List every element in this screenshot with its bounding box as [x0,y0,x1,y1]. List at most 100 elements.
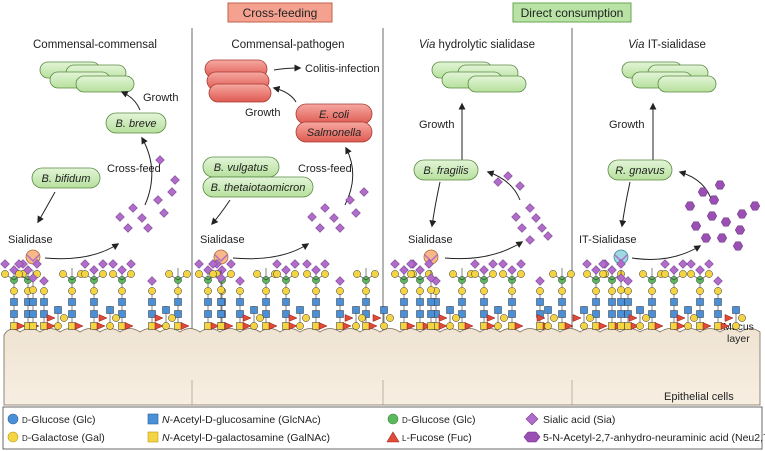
sugar-square [617,310,625,318]
sugar-circle [508,287,516,295]
cross-feed-label-1: Cross-feed [107,163,161,175]
fucose-triangle [288,322,298,330]
glycan-chain [623,276,640,330]
sugar-circle [449,270,457,278]
sugar-circle [371,270,379,278]
sugar-circle [204,287,212,295]
glycan-chain-enzyme [216,270,226,330]
sialic-acid-diamond [426,273,436,283]
fucose-triangle [268,322,278,330]
anhydro-sialic-hexagon [690,221,702,231]
sugar-square [68,310,76,318]
sialic-acid-diamond [515,181,525,191]
blue-square-icon [147,413,159,425]
sialic-acid-diamond [470,259,480,269]
sugar-circle [174,287,182,295]
fucose-triangle [224,322,234,330]
fucose-triangle [438,322,448,330]
fucose-triangle [98,314,108,322]
sialic-acid-diamond [39,276,49,286]
sugar-square [118,298,126,306]
sugar-circle [296,322,304,330]
glycan-chain [108,259,136,330]
sialic-acid-diamond [598,259,608,269]
sugar-square [536,298,544,306]
sialic-acid-diamond [488,259,498,269]
sialic-acid-diamond [32,259,42,269]
sugar-circle [106,322,114,330]
glycan-chain-short [628,306,650,330]
sugar-circle [54,322,62,330]
legend-item-1: D-Glucose (Glc) [22,414,95,426]
fucose-triangle [702,322,712,330]
sugar-square [446,306,454,314]
sugar-circle [162,322,170,330]
sialic-acid-diamond [315,223,325,233]
fucose-triangle [344,314,354,322]
glycan-chain [639,268,665,330]
sugar-square [624,322,632,330]
sugar-circle [494,322,502,330]
sugar-square [458,322,466,330]
sialic-acid-diamond [582,259,592,269]
sialic-acid-diamond [493,177,503,187]
sugar-square [558,310,566,318]
sugar-circle [262,287,270,295]
sugar-circle [302,314,310,322]
sugar-circle [352,322,360,330]
glycan-chain [470,259,498,330]
sialic-acid-diamond [406,259,416,269]
fucose-triangle [242,322,252,330]
sugar-square [416,322,424,330]
sugar-circle [168,314,176,322]
sialic-acid-diamond [537,223,547,233]
sialic-acid-diamond [216,273,226,283]
anhydro-sialic-hexagon [720,217,732,227]
sugar-square [204,322,212,330]
sialic-acid-diamond [123,223,133,233]
sugar-circle [148,287,156,295]
sugar-circle [544,322,552,330]
released-sugars [115,155,761,251]
sialic-acid-diamond [235,276,245,286]
sugar-circle [489,270,497,278]
sugar-circle [471,270,479,278]
sugar-circle [253,270,261,278]
purple-diamond-icon [525,412,539,426]
anhydro-sialic-hexagon [716,233,728,243]
sugar-circle [15,270,23,278]
fucose-triangle [676,314,686,322]
sugar-square [400,310,408,318]
sugar-circle [732,322,740,330]
sugar-square [648,310,656,318]
fucose-triangle [654,322,664,330]
fucose-triangle [124,322,134,330]
glycan-chain-enzyme [28,270,38,330]
sugar-square [204,310,212,318]
sugar-circle [705,270,713,278]
sialic-acid-diamond [170,175,180,185]
pathogen-cluster [204,59,272,103]
sugar-circle [60,314,68,322]
sialic-acid-diamond [525,203,535,213]
sugar-circle [29,286,37,294]
glycan-chain [253,268,279,330]
glycan-chain [406,259,434,330]
sugar-square [29,322,37,330]
sialic-acid-diamond [351,208,361,218]
legend-item-6: L-Fucose (Fuc) [402,432,472,444]
sialic-acid-diamond [281,265,291,275]
sugar-circle [118,287,126,295]
bacteria-cluster-1 [39,61,135,93]
sugar-square [10,310,18,318]
sugar-square [148,310,156,318]
fucose-triangle [318,322,328,330]
sugar-square [40,298,48,306]
glycan-chain-short [438,306,460,330]
epithelial-label: Epithelial cells [664,391,734,403]
sugar-square [617,322,625,330]
fucose-triangle [514,322,524,330]
sialic-acid-diamond [479,265,489,275]
fucose-triangle [572,314,582,322]
sialic-acid-diamond [345,195,355,205]
